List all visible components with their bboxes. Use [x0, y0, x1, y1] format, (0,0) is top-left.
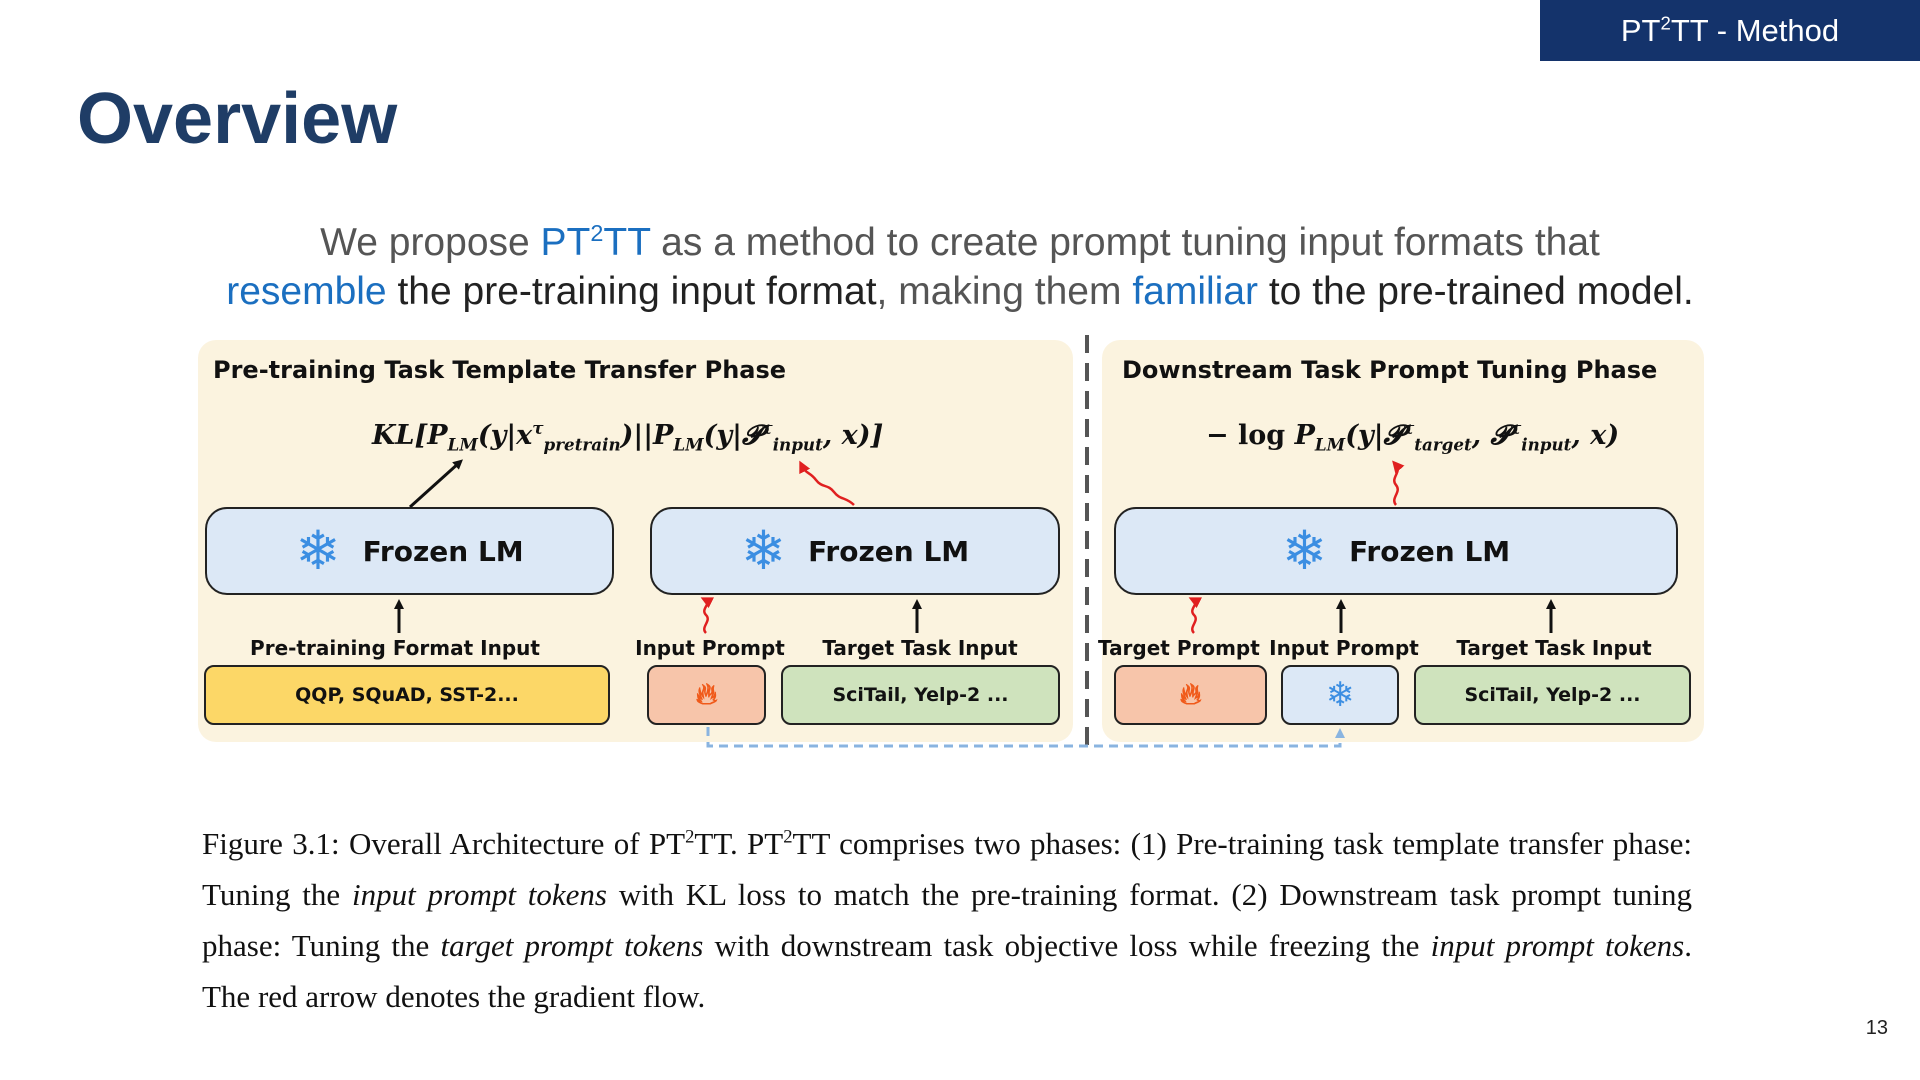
prompt-transfer-link — [706, 727, 1345, 748]
frozen-lm-box-3: ❄ Frozen LM — [1114, 507, 1678, 595]
pretrain-format-input-label: Pre-training Format Input — [250, 636, 540, 660]
downstream-loss-formula: − log PLM(y|𝓟τtarget, 𝓟τinput, x) — [1206, 418, 1620, 455]
snowflake-icon: ❄ — [740, 521, 787, 581]
fire-icon: 🔥︎ — [1179, 677, 1202, 712]
target-task-input-label: Target Task Input — [822, 636, 1018, 660]
snowflake-icon: ❄ — [1281, 521, 1328, 581]
frozen-input-prompt-box: ❄ — [1281, 665, 1399, 725]
lm2-gradient-arrow — [799, 460, 855, 506]
pretrain-datasets-box: QQP, SQuAD, SST-2... — [204, 665, 610, 725]
target-task-input-label-2: Target Task Input — [1456, 636, 1652, 660]
frozen-lm-box-1: ❄ Frozen LM — [205, 507, 614, 595]
frozen-lm-box-2: ❄ Frozen LM — [650, 507, 1060, 595]
input-prompt-gradient-arrow — [700, 597, 715, 634]
input-prompt-label: Input Prompt — [635, 636, 785, 660]
page-number: 13 — [1865, 1017, 1888, 1039]
input-prompt-box: 🔥︎ — [647, 665, 766, 725]
target-prompt-label: Target Prompt — [1098, 636, 1260, 660]
lm3-gradient-arrow — [1392, 460, 1405, 506]
figure-caption: Figure 3.1: Overall Architecture of PT2T… — [202, 826, 1693, 1014]
intro-line-2: resemble the pre-training input format, … — [226, 270, 1694, 313]
target-prompt-box: 🔥︎ — [1114, 665, 1267, 725]
fire-icon: 🔥︎ — [695, 677, 718, 712]
section-tag: PT2TT - Method — [1540, 0, 1920, 61]
target-task-datasets-box-2: SciTail, Yelp-2 ... — [1414, 665, 1691, 725]
input-prompt-label-2: Input Prompt — [1269, 636, 1419, 660]
downstream-phase-title: Downstream Task Prompt Tuning Phase — [1122, 356, 1658, 384]
snowflake-icon: ❄ — [295, 521, 341, 581]
target-prompt-gradient-arrow — [1188, 597, 1203, 634]
page-title: Overview — [77, 79, 398, 159]
target-task-datasets-box: SciTail, Yelp-2 ... — [781, 665, 1060, 725]
pretrain-phase-title: Pre-training Task Template Transfer Phas… — [213, 356, 787, 384]
intro-line-1: We propose PT2TT as a method to create p… — [320, 220, 1600, 264]
kl-loss-formula: KL[PLM(y|xτpretrain)||PLM(y|𝓟τinput, x)] — [372, 418, 884, 455]
lm1-output-arrow — [408, 459, 463, 509]
snowflake-icon: ❄ — [1325, 675, 1355, 715]
intro-text: We propose PT2TT as a method to create p… — [180, 218, 1740, 316]
